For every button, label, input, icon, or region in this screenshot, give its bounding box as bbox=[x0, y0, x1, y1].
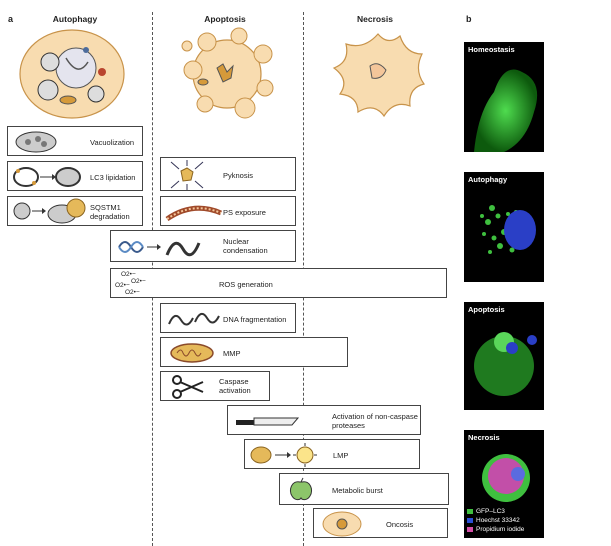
apoptosis-title: Apoptosis bbox=[204, 14, 246, 24]
sqstm1-degradation-icon bbox=[13, 198, 86, 224]
legend-label: Hoechst 33342 bbox=[476, 517, 520, 524]
necrotic-cell-illustration bbox=[332, 33, 425, 118]
caspase-activation-box: Caspase activation bbox=[160, 371, 270, 401]
ps-exposure-label: PS exposure bbox=[223, 208, 266, 217]
lc3-lipidation-box: LC3 lipidation bbox=[7, 161, 143, 191]
lc3-lipidation-label: LC3 lipidation bbox=[90, 173, 136, 182]
lmp-label: LMP bbox=[333, 451, 349, 460]
fluorescence-legend: GFP–LC3 Hoechst 33342 Propidium iodide bbox=[467, 507, 525, 534]
knife-icon bbox=[236, 417, 300, 426]
metabolic-burst-label: Metabolic burst bbox=[332, 486, 383, 495]
micrograph-necrosis: Necrosis GFP–LC3 Hoechst 33342 Propidium… bbox=[464, 430, 544, 538]
lmp-box: LMP bbox=[244, 439, 420, 469]
micrograph-autophagy: Autophagy bbox=[464, 172, 544, 282]
panel-b-letter: b bbox=[466, 14, 472, 24]
green-cell-image bbox=[474, 69, 538, 152]
autophagy-title: Autophagy bbox=[52, 14, 98, 24]
legend-propidium-iodide: Propidium iodide bbox=[467, 525, 524, 534]
autophagy-cell-image bbox=[480, 205, 536, 254]
mmp-box: MMP bbox=[160, 337, 348, 367]
swollen-cell-icon bbox=[322, 511, 362, 537]
sqstm1-degradation-box: SQSTM1 degradation bbox=[7, 196, 143, 226]
necrosis-micrograph-title: Necrosis bbox=[468, 433, 500, 442]
apoptosis-micrograph-title: Apoptosis bbox=[468, 305, 505, 314]
lc3-lipidation-icon bbox=[13, 167, 81, 187]
legend-label: Propidium iodide bbox=[476, 526, 525, 533]
magenta-swatch bbox=[467, 527, 473, 532]
blue-swatch bbox=[467, 518, 473, 523]
green-swatch bbox=[467, 509, 473, 514]
ros-symbol: O2•− bbox=[121, 271, 136, 278]
non-caspase-proteases-box: Activation of non-caspase proteases bbox=[227, 405, 421, 435]
nuclear-condensation-label: Nuclear condensation bbox=[223, 237, 268, 255]
dna-fragmentation-label: DNA fragmentation bbox=[223, 315, 287, 324]
metabolic-burst-box: Metabolic burst bbox=[279, 473, 449, 505]
pyknosis-icon bbox=[170, 160, 204, 190]
necrosis-title: Necrosis bbox=[357, 14, 393, 24]
vacuolization-box: Vacuolization bbox=[7, 126, 143, 156]
mmp-label: MMP bbox=[223, 349, 241, 358]
sqstm1-label: SQSTM1 degradation bbox=[90, 203, 130, 221]
necrosis-cell-image bbox=[482, 454, 530, 502]
autophagosome-icon bbox=[15, 131, 57, 153]
ros-generation-label: ROS generation bbox=[219, 280, 273, 289]
apple-icon bbox=[289, 477, 313, 501]
nuclear-condensation-box: Nuclear condensation bbox=[110, 230, 296, 262]
ros-generation-box: O2•− O2•− O2•− O2•− ROS generation bbox=[110, 268, 447, 298]
autophagy-micrograph-title: Autophagy bbox=[468, 175, 508, 184]
apoptotic-cell-illustration bbox=[181, 27, 274, 119]
oncosis-box: Oncosis bbox=[313, 508, 448, 538]
ps-exposure-icon bbox=[165, 205, 222, 222]
scissors-icon bbox=[172, 375, 204, 399]
micrograph-apoptosis: Apoptosis bbox=[464, 302, 544, 410]
legend-label: GFP–LC3 bbox=[476, 508, 505, 515]
caspase-activation-label: Caspase activation bbox=[219, 377, 251, 395]
pyknosis-label: Pyknosis bbox=[223, 171, 254, 180]
legend-gfp-lc3: GFP–LC3 bbox=[467, 507, 524, 516]
autophagic-cell-illustration bbox=[19, 29, 125, 119]
dna-condensation-icon bbox=[118, 241, 201, 257]
pyknosis-box: Pyknosis bbox=[160, 157, 296, 191]
mitochondrion-icon bbox=[170, 343, 214, 363]
dna-fragment-icon bbox=[168, 312, 220, 326]
non-caspase-label: Activation of non-caspase proteases bbox=[332, 412, 418, 430]
oncosis-label: Oncosis bbox=[386, 520, 414, 529]
dna-fragmentation-box: DNA fragmentation bbox=[160, 303, 296, 333]
micrograph-homeostasis: Homeostasis bbox=[464, 42, 544, 152]
ros-symbol: O2•− bbox=[125, 289, 140, 296]
homeostasis-title: Homeostasis bbox=[468, 45, 515, 54]
ros-symbol: O2•− bbox=[115, 282, 130, 289]
panel-a-letter: a bbox=[8, 14, 14, 24]
lysosome-icon bbox=[250, 443, 317, 467]
ps-exposure-box: PS exposure bbox=[160, 196, 296, 226]
apoptosis-cell-image bbox=[474, 332, 537, 396]
ros-symbol: O2•− bbox=[131, 278, 146, 285]
legend-hoechst: Hoechst 33342 bbox=[467, 516, 524, 525]
vacuolization-label: Vacuolization bbox=[90, 138, 135, 147]
